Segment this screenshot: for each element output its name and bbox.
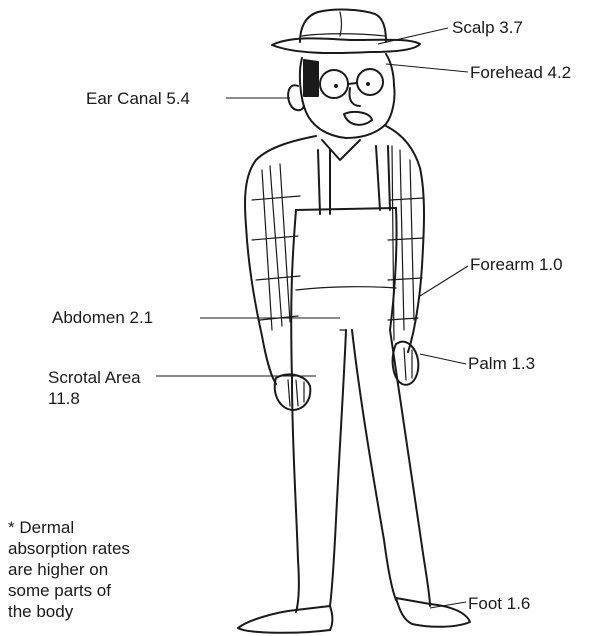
footnote-line3: are higher on — [8, 559, 158, 580]
label-forearm: Forearm 1.0 — [470, 254, 563, 275]
footnote: * Dermal absorption rates are higher on … — [8, 517, 158, 622]
label-palm: Palm 1.3 — [468, 353, 535, 374]
footnote-line5: the body — [8, 601, 158, 622]
leader-forehead — [386, 64, 468, 72]
head — [288, 54, 394, 138]
label-scrotal-area: Scrotal Area 11.8 — [48, 367, 141, 409]
label-scalp: Scalp 3.7 — [452, 17, 523, 38]
footnote-line1: * Dermal — [8, 517, 158, 538]
feet — [238, 598, 470, 633]
label-abdomen: Abdomen 2.1 — [52, 307, 153, 328]
leader-forearm — [420, 266, 468, 296]
label-scrotal-area-line2: 11.8 — [48, 388, 141, 409]
label-scrotal-area-line1: Scrotal Area — [48, 367, 141, 388]
leader-palm — [420, 354, 466, 364]
footnote-line4: some parts of — [8, 580, 158, 601]
overalls — [291, 146, 430, 612]
label-forehead: Forehead 4.2 — [470, 62, 571, 83]
label-foot: Foot 1.6 — [468, 593, 530, 614]
shirt — [245, 126, 424, 384]
hat — [272, 10, 420, 54]
footnote-line2: absorption rates — [8, 538, 158, 559]
leader-lines — [156, 28, 468, 608]
label-ear-canal: Ear Canal 5.4 — [86, 88, 190, 109]
